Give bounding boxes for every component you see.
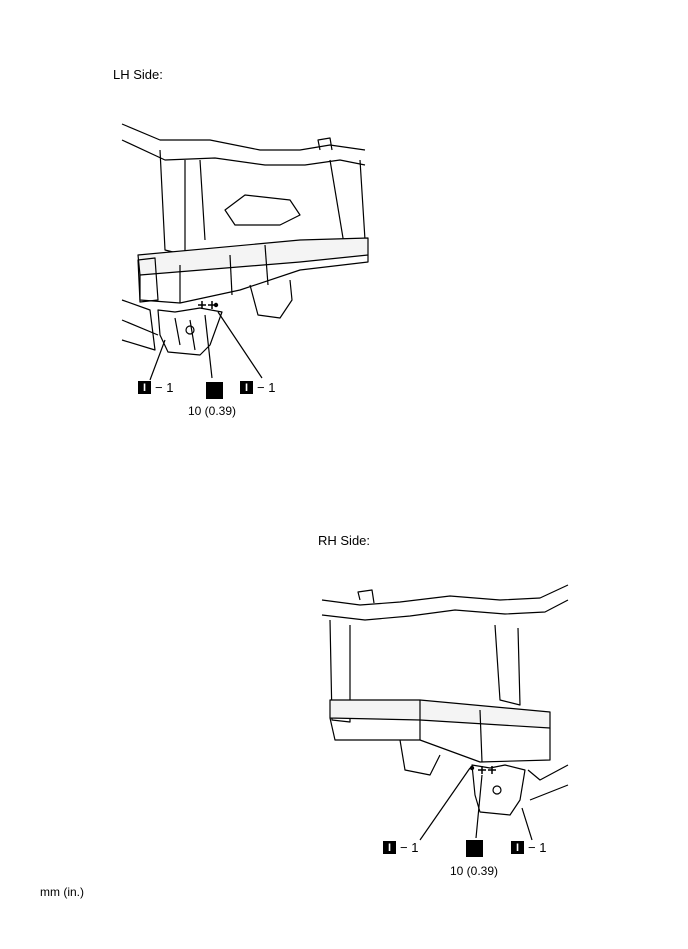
lh-side-title: LH Side: xyxy=(113,67,163,82)
rh-right-callout: I − 1 xyxy=(511,840,546,855)
torque-wrench-icon xyxy=(466,840,483,857)
rh-left-callout: I − 1 xyxy=(383,840,418,855)
rh-left-callout-label: − 1 xyxy=(400,840,419,855)
torque-wrench-icon xyxy=(206,382,223,399)
rh-right-callout-label: − 1 xyxy=(528,840,547,855)
units-note: mm (in.) xyxy=(40,885,84,899)
part-i-icon: I xyxy=(383,841,396,854)
lh-torque-value: 10 (0.39) xyxy=(188,404,237,418)
lh-right-callout-label: − 1 xyxy=(257,380,276,395)
part-i-icon: I xyxy=(240,381,253,394)
part-i-icon: I xyxy=(138,381,151,394)
lh-right-callout: I − 1 xyxy=(240,380,275,395)
lh-left-callout-label: − 1 xyxy=(155,380,174,395)
lh-left-callout: I − 1 xyxy=(138,380,173,395)
part-i-icon: I xyxy=(511,841,524,854)
rh-side-title: RH Side: xyxy=(318,533,371,548)
rh-torque-value: 10 (0.39) xyxy=(450,864,499,878)
